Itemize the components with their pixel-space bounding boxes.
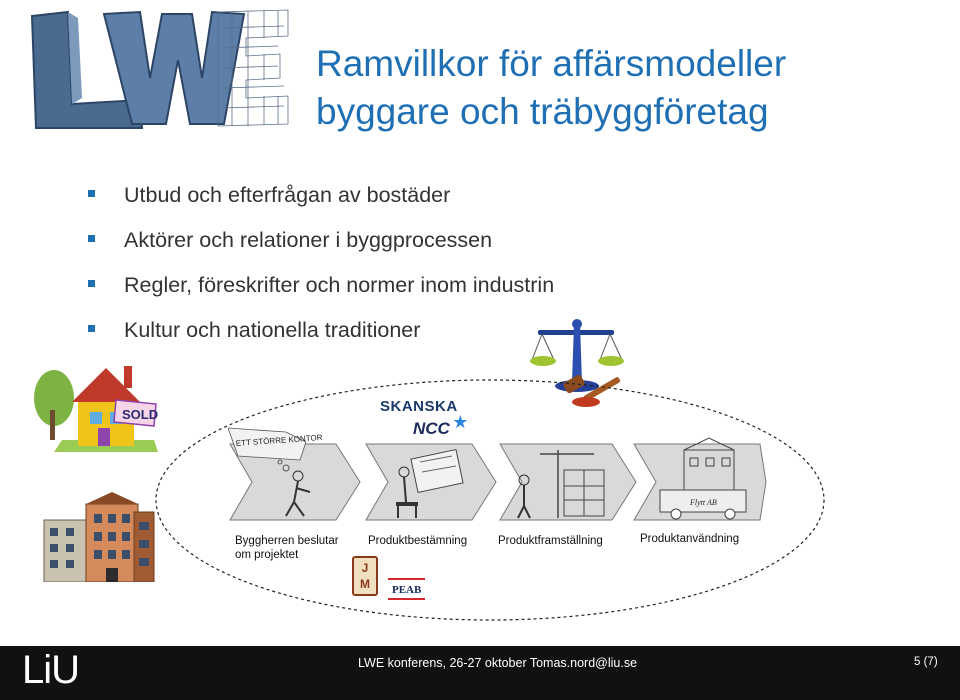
stage-2-chevron: [365, 443, 497, 521]
bullet-text: Regler, föreskrifter och normer inom ind…: [124, 273, 555, 297]
bullet-item: Kultur och nationella traditioner: [88, 315, 554, 360]
lwe-logo-l: [32, 12, 142, 128]
ncc-star-icon: ★: [452, 412, 469, 432]
footer-bar: [0, 646, 960, 700]
skanska-logo: SKANSKA: [380, 398, 458, 415]
peab-logo-text: PEAB: [392, 584, 422, 596]
lwe-logo-e: [217, 9, 289, 127]
footer-text: LWE konferens, 26-27 oktober Tomas.nord@…: [358, 656, 638, 670]
bullet-marker-icon: [88, 190, 95, 197]
scales-of-justice-icon: [530, 319, 624, 407]
truck-text: Flytt AB: [689, 498, 717, 507]
peab-logo: PEAB: [388, 578, 426, 600]
stage-label-3: Produktframställning: [498, 535, 603, 547]
bullet-marker-icon: [88, 280, 95, 287]
lwe-logo: [30, 9, 289, 129]
jm-logo-text: JM: [360, 561, 370, 591]
bullet-item: Aktörer och relationer i byggprocessen: [88, 225, 554, 270]
stage-1-chevron: ETT STÖRRE KONTOR: [228, 427, 361, 521]
stage-3-chevron: [499, 443, 637, 521]
lwe-logo-w: [104, 12, 244, 124]
bullet-text: Aktörer och relationer i byggprocessen: [124, 228, 493, 252]
stage-4-chevron: Flytt AB: [633, 437, 767, 521]
stage-label-4: Produktanvändning: [640, 533, 740, 545]
process-boundary-ellipse: [155, 379, 825, 621]
page-number: 5 (7): [914, 656, 938, 668]
bullet-item: Utbud och efterfrågan av bostäder: [88, 180, 554, 225]
bullet-list: Utbud och efterfrågan av bostäder Aktöre…: [88, 180, 554, 360]
bullet-marker-icon: [88, 235, 95, 242]
ncc-logo: NCC ★: [413, 412, 470, 439]
stage-label-2: Produktbestämning: [368, 535, 468, 547]
sold-sign-text: SOLD: [122, 407, 158, 422]
ncc-logo-text: NCC: [413, 419, 450, 438]
house-sold-illustration: SOLD: [34, 366, 158, 452]
bullet-item: Regler, föreskrifter och normer inom ind…: [88, 270, 554, 315]
slide-title-line-1: Ramvillkor för affärsmodeller: [316, 43, 787, 84]
jm-logo: JM: [352, 556, 378, 596]
slide-title-line-2: byggare och träbyggföretag: [316, 91, 769, 132]
process-chevrons: ETT STÖRRE KONTOR: [228, 427, 767, 521]
bullet-text: Kultur och nationella traditioner: [124, 318, 421, 342]
bullet-marker-icon: [88, 325, 95, 332]
stage-label-1: Byggherren beslutar om projektet: [235, 535, 339, 561]
bullet-text: Utbud och efterfrågan av bostäder: [124, 183, 451, 207]
apartment-building-illustration: [43, 492, 155, 582]
liu-logo: LiU: [22, 648, 80, 692]
slide-title: Ramvillkor för affärsmodeller byggare oc…: [316, 40, 936, 136]
